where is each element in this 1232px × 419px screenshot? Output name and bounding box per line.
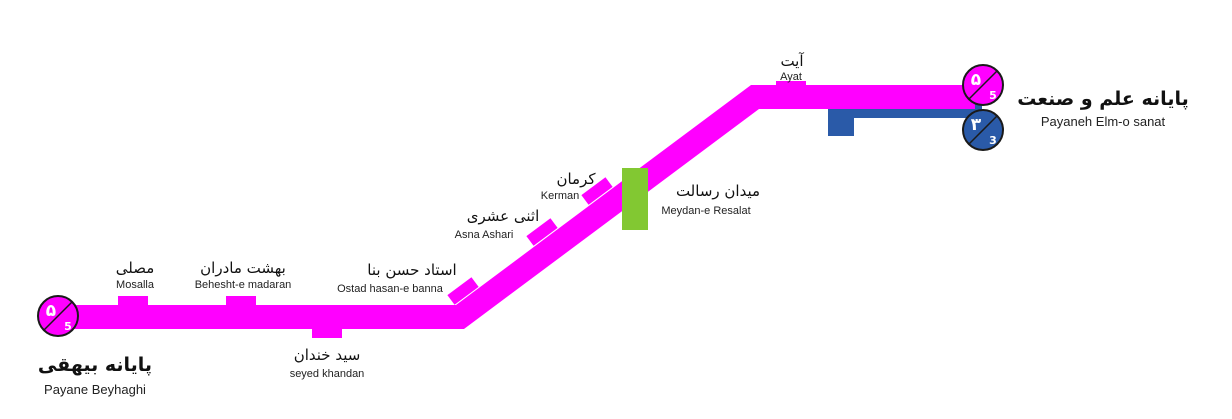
line-5-badge-east: ۵ 5 bbox=[962, 64, 1004, 106]
station-label-fa: اثنی عشری bbox=[467, 207, 540, 225]
badge-numeral: ۵ bbox=[46, 301, 56, 321]
terminal-west-name-en: Payane Beyhaghi bbox=[44, 382, 146, 397]
station-label-fa: بهشت مادران bbox=[200, 259, 286, 277]
terminal-east-name-fa: پایانه علم و صنعت bbox=[1017, 88, 1188, 110]
station-label-fa: میدان رسالت bbox=[676, 182, 760, 200]
station-label-en: Kerman bbox=[541, 190, 580, 202]
station-label-fa: سید خندان bbox=[294, 346, 361, 364]
station-marker-banna bbox=[447, 277, 479, 305]
station-marker-kerman bbox=[581, 177, 613, 205]
station-label-fa: کرمان bbox=[556, 170, 596, 188]
badge-numeral: ۳ bbox=[971, 115, 982, 135]
station-marker-behesht bbox=[226, 296, 256, 308]
badge-fraction: 5 bbox=[989, 89, 997, 102]
station-marker-ayat bbox=[776, 81, 806, 93]
station-label-en: seyed khandan bbox=[290, 368, 365, 380]
line-5-badge-west: ۵ 5 bbox=[37, 295, 79, 337]
terminal-west-name-fa: پایانه بیهقی bbox=[38, 354, 152, 376]
station-label-fa: مصلی bbox=[116, 259, 155, 277]
badge-numeral: ۵ bbox=[971, 70, 981, 90]
station-marker-asna bbox=[526, 218, 558, 246]
badge-fraction: 5 bbox=[64, 320, 72, 333]
station-label-en: Meydan-e Resalat bbox=[661, 205, 750, 217]
line-3-stop-marker bbox=[828, 104, 854, 136]
station-marker-mosalla bbox=[118, 296, 148, 308]
station-label-fa: استاد حسن بنا bbox=[367, 261, 456, 279]
station-label-en: Ostad hasan-e banna bbox=[337, 283, 444, 295]
station-label-en: Mosalla bbox=[116, 279, 155, 291]
terminal-east-name-en: Payaneh Elm-o sanat bbox=[1041, 114, 1166, 129]
transfer-block-resalat bbox=[622, 168, 648, 230]
station-marker-khandan bbox=[312, 326, 342, 338]
station-label-en: Behesht-e madaran bbox=[195, 279, 292, 291]
station-label-fa: آیت bbox=[780, 52, 804, 70]
station-label-en: Asna Ashari bbox=[455, 229, 514, 241]
station-label-en: Ayat bbox=[780, 71, 802, 83]
line-3-badge-east: ۳ 3 bbox=[962, 109, 1004, 151]
badge-fraction: 3 bbox=[989, 134, 997, 147]
line-5-route bbox=[62, 85, 975, 329]
